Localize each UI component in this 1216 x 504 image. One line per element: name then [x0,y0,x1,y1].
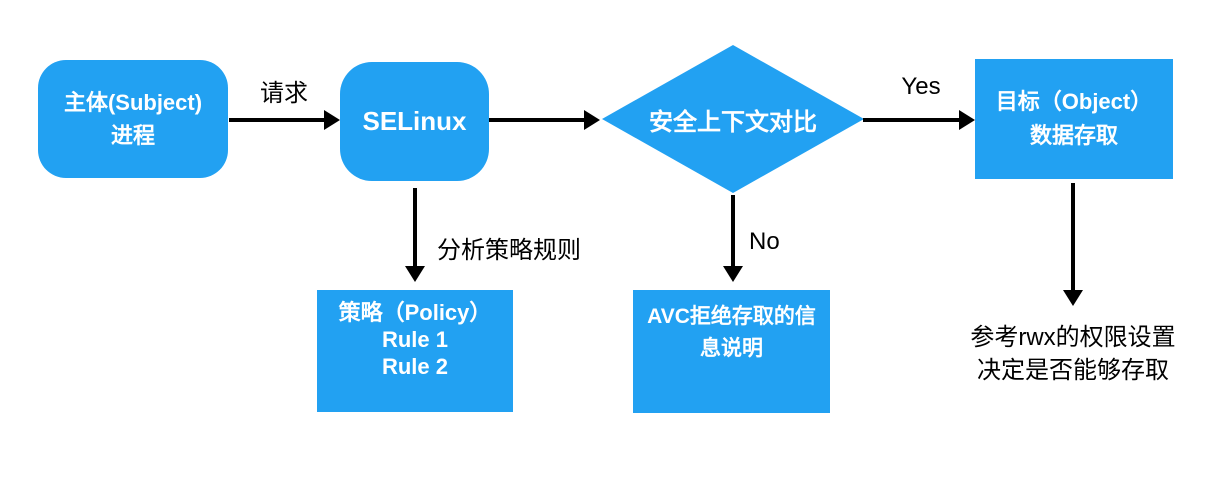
node-avc-denial-info: AVC拒绝存取的信 息说明 [633,290,830,413]
note-rwx-permissions: 参考rwx的权限设置 决定是否能够存取 [970,321,1175,387]
node-object-data-access: 目标（Object） 数据存取 [975,59,1173,179]
object-label-line1: 目标（Object） [995,89,1153,114]
note-rwx-line1: 参考rwx的权限设置 [970,324,1176,351]
subject-label-line1: 主体(Subject) [63,90,203,115]
node-subject-process: 主体(Subject) 进程 [38,60,228,178]
note-rwx-line2: 决定是否能够存取 [976,357,1169,384]
policy-label-line3: Rule 2 [381,354,449,379]
arrow-selinux-decision-shaft [489,118,586,122]
object-label-line2: 数据存取 [1029,123,1118,148]
edge-label-request: 请求 [260,80,308,107]
arrow-request-head [324,110,340,130]
arrow-object-note-head [1063,290,1083,306]
node-selinux: SELinux [340,62,489,181]
arrow-request-shaft [229,118,326,122]
arrow-yes-shaft [863,118,961,122]
edge-label-yes: Yes [901,73,941,100]
node-policy-rules: 策略（Policy） Rule 1 Rule 2 [317,290,513,412]
arrow-no-head [723,266,743,282]
selinux-label: SELinux [362,106,467,136]
edge-label-no: No [749,228,780,255]
avc-label-line2: 息说明 [700,337,763,360]
arrow-object-note-shaft [1071,183,1075,291]
subject-label-line2: 进程 [110,123,155,148]
arrow-no-shaft [731,195,735,267]
arrow-analyze-shaft [413,188,417,267]
policy-label-line2: Rule 1 [381,327,449,352]
arrow-selinux-decision-head [584,110,600,130]
avc-label-line1: AVC拒绝存取的信 [647,305,816,328]
decision-label: 安全上下文对比 [649,108,817,136]
arrow-yes-head [959,110,975,130]
policy-label-line1: 策略（Policy） [338,300,492,325]
node-decision-context-compare: 安全上下文对比 [602,45,864,193]
edge-label-analyze-policy: 分析策略规则 [437,237,581,264]
arrow-analyze-head [405,266,425,282]
